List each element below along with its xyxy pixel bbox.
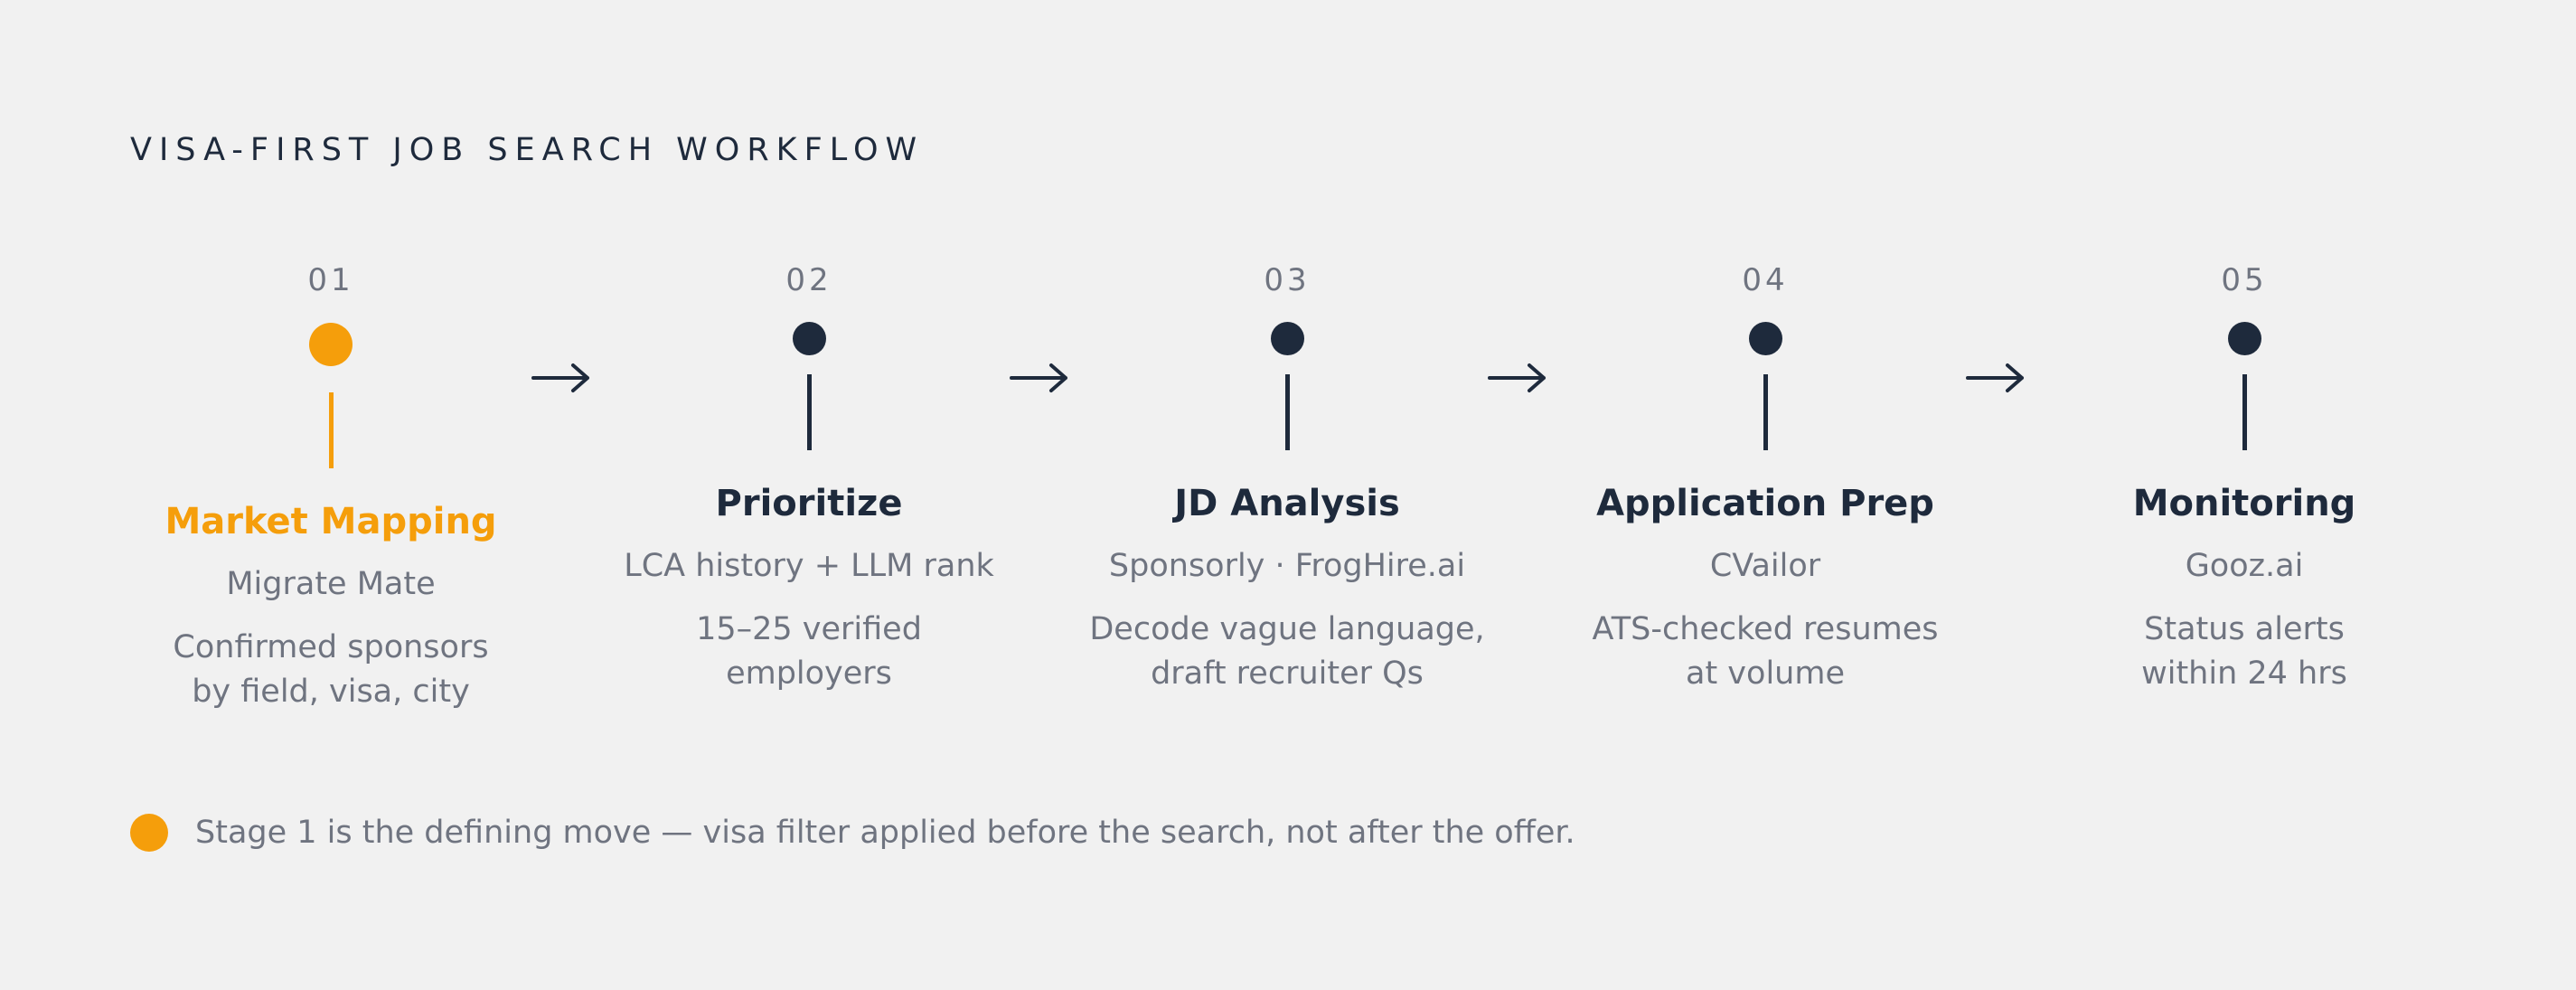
stage-description: ATS-checked resumes at volume: [1553, 608, 1978, 696]
stage-dot: [309, 323, 353, 366]
stage-description-line: within 24 hrs: [2141, 655, 2347, 692]
stage-description-line: ATS-checked resumes: [1592, 611, 1939, 647]
arrow-right-icon: [1488, 363, 1546, 392]
arrow-right-icon: [531, 363, 589, 392]
stage-description-line: employers: [726, 655, 892, 692]
stage-marker: [2032, 298, 2457, 374]
stage-dot: [1748, 322, 1782, 355]
stage-description-line: Status alerts: [2144, 611, 2345, 647]
stage-dot: [1270, 322, 1304, 355]
stage-description-line: 15–25 verified: [696, 611, 922, 647]
stage-application-prep: 04 Application Prep CVailor ATS-checked …: [1553, 262, 1978, 696]
diagram-heading: VISA-FIRST JOB SEARCH WORKFLOW: [130, 132, 925, 168]
stage-dot: [792, 322, 826, 355]
stage-number: 03: [1264, 262, 1311, 298]
stage-marker: [1553, 298, 1978, 374]
stage-monitoring: 05 Monitoring Gooz.ai Status alerts with…: [2032, 262, 2457, 696]
stage-tool: Gooz.ai: [2185, 548, 2304, 584]
stage-marker: [1075, 298, 1500, 374]
stage-marker: [597, 298, 1021, 374]
stage-description: Decode vague language, draft recruiter Q…: [1075, 608, 1500, 696]
stage-prioritize: 02 Prioritize LCA history + LLM rank 15–…: [597, 262, 1021, 696]
stage-stem: [1284, 374, 1290, 450]
highlight-dot-icon: [130, 814, 168, 852]
stage-title: Application Prep: [1596, 483, 1934, 524]
stage-tool: CVailor: [1709, 548, 1821, 584]
stage-description: 15–25 verified employers: [597, 608, 1021, 696]
stage-stem: [328, 392, 334, 468]
stage-number: 02: [785, 262, 832, 298]
stage-marker: [118, 298, 543, 385]
stage-description: Confirmed sponsors by field, visa, city: [118, 626, 543, 714]
stage-tool: Migrate Mate: [226, 566, 436, 602]
stage-number: 05: [2221, 262, 2268, 298]
stage-jd-analysis: 03 JD Analysis Sponsorly · FrogHire.ai D…: [1075, 262, 1500, 696]
stage-dot: [2227, 322, 2261, 355]
stage-number: 01: [307, 262, 354, 298]
stage-stem: [1763, 374, 1768, 450]
stage-description-line: by field, visa, city: [192, 674, 470, 710]
stage-tool: LCA history + LLM rank: [624, 548, 994, 584]
footnote-text: Stage 1 is the defining move — visa filt…: [195, 815, 1575, 851]
stage-title: Prioritize: [715, 483, 903, 524]
stage-title: Market Mapping: [165, 501, 497, 542]
stage-stem: [2242, 374, 2247, 450]
stage-description-line: Decode vague language,: [1089, 611, 1485, 647]
stage-description-line: draft recruiter Qs: [1151, 655, 1424, 692]
arrow-right-icon: [1010, 363, 1067, 392]
stage-title: Monitoring: [2132, 483, 2356, 524]
stage-tool: Sponsorly · FrogHire.ai: [1108, 548, 1466, 584]
stage-market-mapping: 01 Market Mapping Migrate Mate Confirmed…: [118, 262, 543, 714]
stage-description: Status alerts within 24 hrs: [2032, 608, 2457, 696]
footnote: Stage 1 is the defining move — visa filt…: [130, 814, 1575, 852]
stage-number: 04: [1742, 262, 1789, 298]
stage-stem: [806, 374, 812, 450]
arrow-right-icon: [1966, 363, 2024, 392]
stage-title: JD Analysis: [1174, 483, 1400, 524]
stage-description-line: at volume: [1686, 655, 1845, 692]
stage-description-line: Confirmed sponsors: [173, 629, 489, 665]
